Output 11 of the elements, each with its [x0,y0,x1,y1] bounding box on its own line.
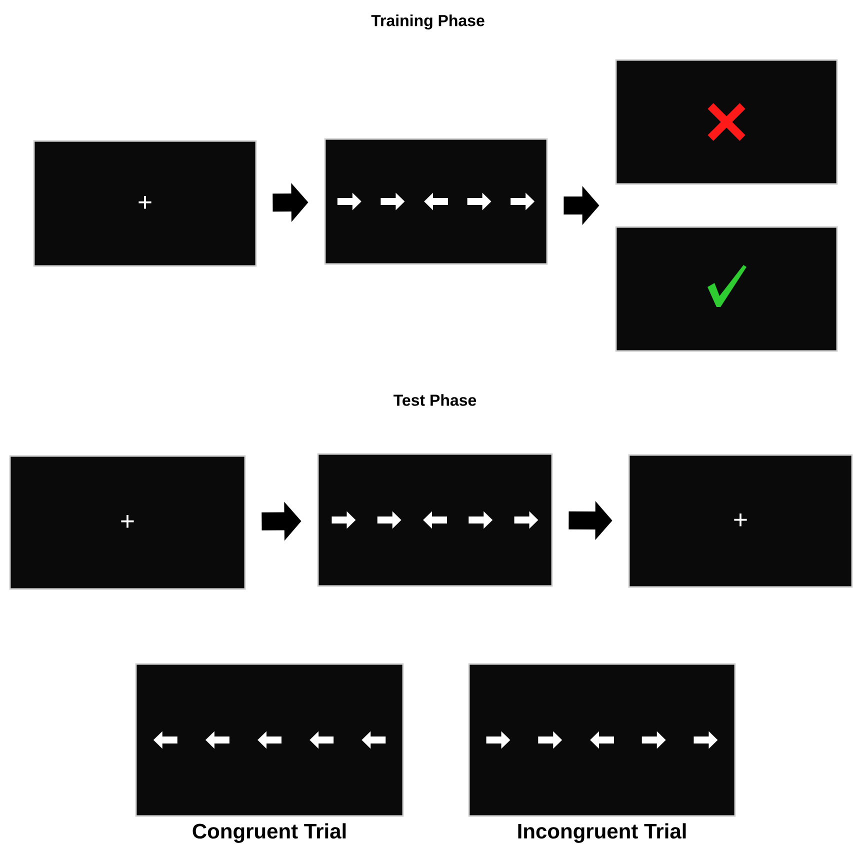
screen-box [615,59,838,185]
screen-box [615,226,838,352]
screen-box: + [628,454,853,588]
screen-box [324,138,548,265]
trial-caption: Congruent Trial [192,823,346,843]
trial-caption: Incongruent Trial [518,823,686,843]
screen-box: + [9,455,246,590]
phase-heading: Test Phase [394,394,476,406]
screen-box: + [33,140,257,267]
screen-box [317,453,553,587]
phase-heading: Training Phase [371,14,484,30]
